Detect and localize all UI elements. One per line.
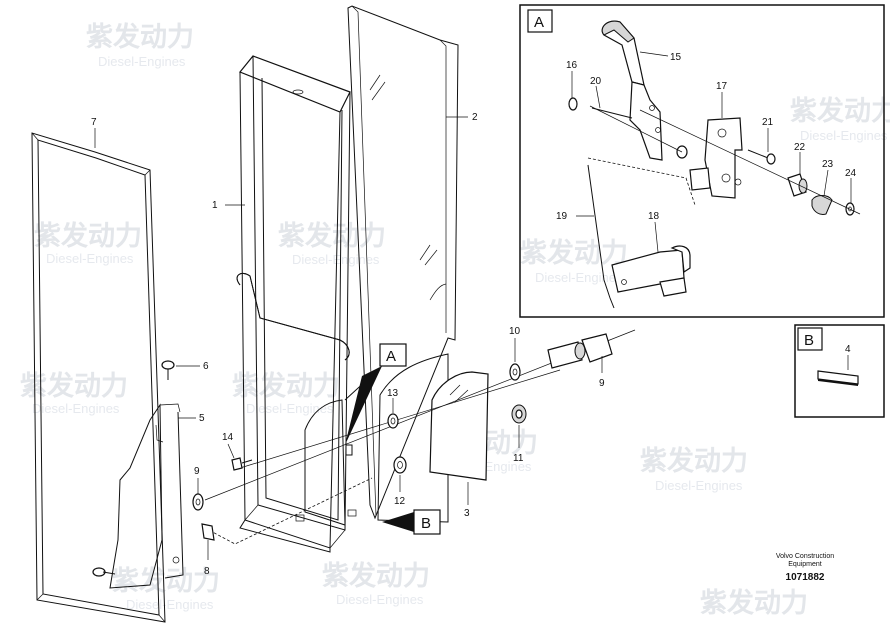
callout-20: 20 <box>590 76 602 87</box>
svg-text:紫发动力: 紫发动力 <box>112 565 220 597</box>
svg-text:紫发动力: 紫发动力 <box>20 370 128 402</box>
callout-21: 21 <box>762 117 774 128</box>
part-1-door-frame <box>236 55 357 553</box>
svg-text:紫发动力: 紫发动力 <box>34 220 142 252</box>
svg-text:Diesel-Engines: Diesel-Engines <box>32 401 120 416</box>
pointer-b: B <box>382 509 441 535</box>
svg-text:Diesel-Engines: Diesel-Engines <box>246 401 334 416</box>
callout-lines <box>94 116 849 560</box>
part-13-washer <box>387 413 399 429</box>
svg-text:紫发动力: 紫发动力 <box>520 237 628 269</box>
svg-text:B: B <box>421 515 431 532</box>
part-7-seal-frame <box>31 132 166 623</box>
svg-text:Diesel-Engines: Diesel-Engines <box>535 270 623 285</box>
svg-text:紫发动力: 紫发动力 <box>278 220 386 252</box>
svg-text:Diesel-Engines: Diesel-Engines <box>336 592 424 607</box>
watermark-1: 紫发动力 Diesel-Engines <box>86 21 194 69</box>
part-16-nut <box>568 97 578 111</box>
watermark-4: 紫发动力 Diesel-Engines <box>34 220 142 266</box>
svg-text:Diesel-Engines: Diesel-Engines <box>292 252 380 267</box>
callout-labels-detail: 15 16 20 17 21 22 23 24 19 18 <box>556 52 857 222</box>
svg-text:紫发动力: 紫发动力 <box>322 560 430 592</box>
svg-text:紫发动力: 紫发动力 <box>640 445 748 477</box>
detail-a-label: A <box>534 14 544 31</box>
part-4-strip <box>817 370 859 386</box>
svg-text:紫发动力: 紫发动力 <box>790 95 890 127</box>
watermark-7: 紫发动力 Diesel-Engines <box>20 370 128 416</box>
callout-22: 22 <box>794 142 806 153</box>
svg-text:紫发动力: 紫发动力 <box>232 370 340 402</box>
part-9-washer-left <box>192 493 204 511</box>
watermark-10: 紫发动力 Diesel-Engines <box>322 560 430 607</box>
callout-4: 4 <box>845 344 851 355</box>
part-3-cover-plate <box>429 371 489 481</box>
callout-13: 13 <box>387 388 399 399</box>
callout-16: 16 <box>566 60 578 71</box>
part-22-bushing <box>787 173 808 197</box>
callout-10: 10 <box>509 326 521 337</box>
callout-7: 7 <box>91 117 97 128</box>
watermark-12: 紫发动力 <box>700 587 808 619</box>
callout-9-left: 9 <box>194 466 200 477</box>
svg-text:Diesel-Engines: Diesel-Engines <box>126 597 214 612</box>
watermark-11: 紫发动力 Diesel-Engines <box>790 95 890 143</box>
callout-23: 23 <box>822 159 834 170</box>
callout-6: 6 <box>203 361 209 372</box>
part-21-screw <box>747 149 776 165</box>
callout-24: 24 <box>845 168 857 179</box>
svg-text:Diesel-Engines: Diesel-Engines <box>655 478 743 493</box>
callout-labels-main: 7 1 2 3 6 5 14 9 8 13 12 10 11 9 <box>91 112 605 577</box>
footer-company-line2: Equipment <box>788 561 822 568</box>
part-8-clip <box>201 523 215 541</box>
part-18-bracket <box>611 245 691 297</box>
svg-text:Diesel-Engines: Diesel-Engines <box>46 251 134 266</box>
part-14-bolt <box>231 457 253 471</box>
callout-1: 1 <box>212 200 218 211</box>
watermark-3: 紫发动力 Diesel-Engines <box>520 237 628 285</box>
detail-b-box: B 4 <box>794 324 885 418</box>
footer: Volvo Construction Equipment 1071882 <box>776 553 834 583</box>
watermark-layer: 紫发动力 Diesel-Engines 紫发动力 Diesel-Engines … <box>20 21 890 619</box>
part-5-inner-panel <box>109 403 184 589</box>
callout-5: 5 <box>199 413 205 424</box>
bottom-screw <box>92 567 116 577</box>
callout-2: 2 <box>472 112 478 123</box>
detail-b-label: B <box>804 332 814 349</box>
drawing-number: 1071882 <box>786 572 825 583</box>
svg-text:A: A <box>386 348 396 365</box>
detail-a-box: A <box>519 4 885 318</box>
callout-3: 3 <box>464 508 470 519</box>
svg-text:Diesel-Engines: Diesel-Engines <box>98 54 186 69</box>
callout-8: 8 <box>204 566 210 577</box>
watermark-6: 紫发动力 Diesel-Engines <box>640 445 748 493</box>
watermark-5: 紫发动力 Diesel-Engines <box>232 370 340 416</box>
callout-15: 15 <box>670 52 682 63</box>
callout-17: 17 <box>716 81 728 92</box>
part-11-bushing <box>511 404 527 424</box>
part-15-lever <box>601 20 663 161</box>
pointer-a: A <box>344 343 407 445</box>
callout-11: 11 <box>513 453 524 464</box>
part-9-lock-cylinder <box>547 333 613 369</box>
part-10-washer <box>509 363 521 381</box>
part-17-latch <box>676 117 743 199</box>
part-6-screw <box>161 360 175 380</box>
footer-company-line1: Volvo Construction <box>776 553 834 560</box>
watermark-2: 紫发动力 Diesel-Engines <box>278 220 386 267</box>
watermark-9: 紫发动力 Diesel-Engines <box>112 565 220 612</box>
part-20-pin <box>591 107 633 119</box>
svg-text:紫发动力: 紫发动力 <box>86 21 194 53</box>
part-12-washer <box>393 456 407 474</box>
callout-18: 18 <box>648 211 660 222</box>
callout-9-right: 9 <box>599 378 605 389</box>
part-19-rod <box>587 157 696 309</box>
callout-12: 12 <box>394 496 406 507</box>
callout-19: 19 <box>556 211 568 222</box>
callout-14: 14 <box>222 432 234 443</box>
part-23-clip <box>811 195 833 215</box>
svg-text:紫发动力: 紫发动力 <box>700 587 808 619</box>
svg-text:Diesel-Engines: Diesel-Engines <box>800 128 888 143</box>
